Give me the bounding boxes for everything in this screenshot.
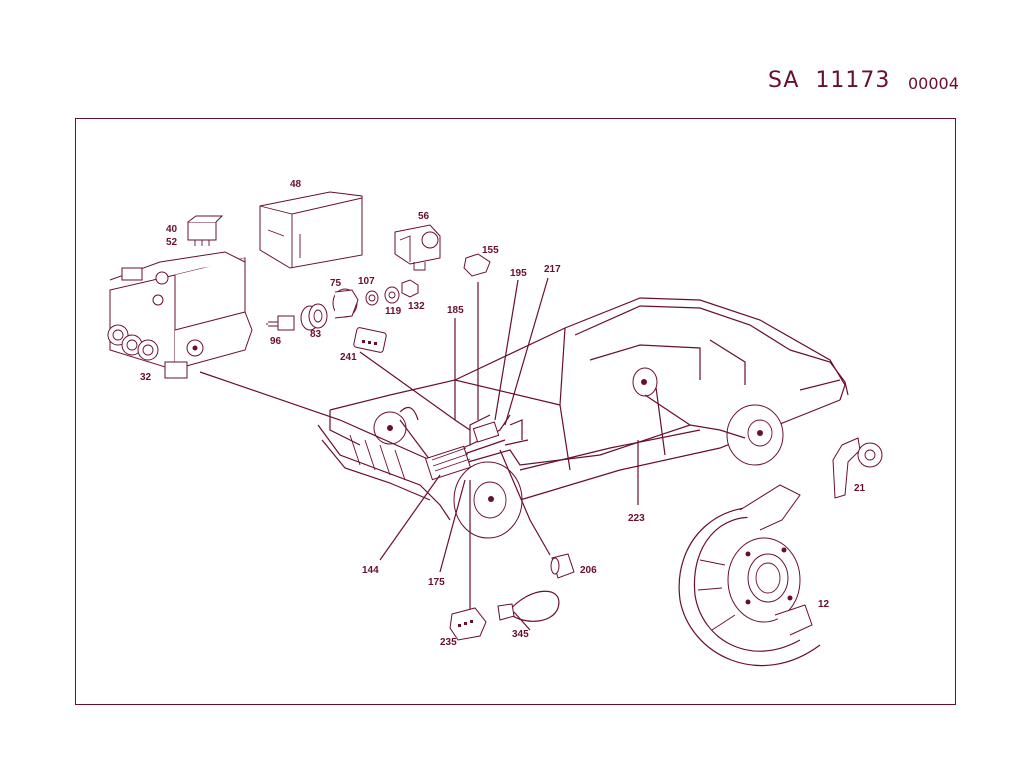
label-195: 195 xyxy=(510,268,527,279)
relay xyxy=(187,215,224,246)
label-96: 96 xyxy=(270,336,282,347)
label-132: 132 xyxy=(408,301,425,312)
leader-lines xyxy=(359,277,639,612)
label-107: 107 xyxy=(358,276,375,287)
label-241: 241 xyxy=(340,352,357,363)
drawing-code: SA 11173 xyxy=(768,68,890,93)
label-40: 40 xyxy=(166,224,178,235)
sensor-bracket xyxy=(832,437,883,499)
label-32: 32 xyxy=(140,372,152,383)
small-parts xyxy=(266,253,491,353)
splash-shield xyxy=(678,484,821,667)
label-83: 83 xyxy=(310,329,322,340)
cover xyxy=(259,191,363,269)
label-52: 52 xyxy=(166,237,178,248)
label-206: 206 xyxy=(580,565,597,576)
front-left-brake xyxy=(373,406,419,445)
label-155: 155 xyxy=(482,245,499,256)
sheet-number: 00004 xyxy=(908,74,959,93)
label-119: 119 xyxy=(385,306,402,317)
label-21: 21 xyxy=(854,483,866,494)
label-217: 217 xyxy=(544,264,561,275)
part-labels: 48 40 52 56 155 75 107 119 132 195 217 1… xyxy=(140,179,866,648)
label-144: 144 xyxy=(362,565,379,576)
label-75: 75 xyxy=(330,278,342,289)
label-235: 235 xyxy=(440,637,457,648)
front-wheel xyxy=(453,461,523,539)
bottom-parts xyxy=(449,553,575,641)
label-12: 12 xyxy=(818,599,830,610)
label-223: 223 xyxy=(628,513,645,524)
label-185: 185 xyxy=(447,305,464,316)
label-175: 175 xyxy=(428,577,445,588)
drawing-code-prefix: SA xyxy=(768,68,800,93)
rear-left-sensor xyxy=(632,367,658,397)
rear-wheel xyxy=(726,404,784,466)
wiring-harness xyxy=(199,371,746,556)
label-48: 48 xyxy=(290,179,302,190)
label-56: 56 xyxy=(418,211,430,222)
diagram-frame xyxy=(75,118,956,705)
control-element xyxy=(394,224,441,271)
car-body xyxy=(317,297,849,521)
label-345: 345 xyxy=(512,629,529,640)
hydraulic-unit xyxy=(107,251,253,379)
drawing-code-number: 11173 xyxy=(815,68,891,93)
